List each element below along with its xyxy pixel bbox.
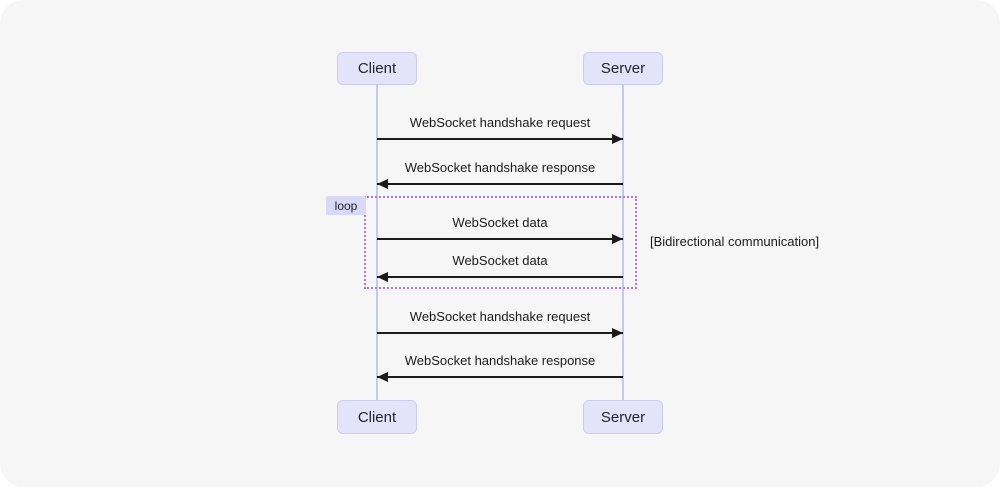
actor-client-bottom-label: Client (357, 408, 397, 426)
message-label: WebSocket data (452, 215, 548, 230)
arrowhead-left-icon (377, 372, 388, 382)
actor-server-bottom-label: Server (600, 408, 646, 426)
actor-server-top-label: Server (600, 60, 646, 77)
arrowhead-left-icon (377, 272, 388, 282)
lifeline-client (376, 85, 378, 400)
message-handshake-response-1: WebSocket handshake response (377, 160, 623, 189)
message-handshake-response-2: WebSocket handshake response (377, 353, 623, 382)
message-arrow-line (377, 332, 623, 334)
message-arrow-line (377, 376, 623, 378)
message-arrow-line (377, 238, 623, 240)
actor-client-bottom: Client (337, 400, 417, 434)
loop-annotation: [Bidirectional communication] (650, 234, 820, 249)
message-label: WebSocket handshake response (404, 160, 596, 175)
arrowhead-right-icon (612, 328, 623, 338)
message-arrow-line (377, 138, 623, 140)
message-handshake-request-1: WebSocket handshake request (377, 115, 623, 144)
message-label: WebSocket data (452, 253, 548, 268)
message-handshake-request-2: WebSocket handshake request (377, 309, 623, 338)
message-websocket-data-2: WebSocket data (377, 253, 623, 282)
actor-client-top: Client (337, 52, 417, 85)
arrowhead-right-icon (612, 134, 623, 144)
message-arrow-line (377, 183, 623, 185)
message-label: WebSocket handshake request (409, 115, 591, 130)
loop-label-text: loop (334, 198, 358, 213)
arrowhead-right-icon (612, 234, 623, 244)
message-arrow-line (377, 276, 623, 278)
actor-server-top: Server (583, 52, 663, 85)
loop-fragment-box (364, 196, 637, 289)
loop-fragment-label: loop (326, 196, 366, 215)
arrowhead-left-icon (377, 179, 388, 189)
actor-client-top-label: Client (357, 60, 397, 77)
message-label: WebSocket handshake response (404, 353, 596, 368)
message-websocket-data-1: WebSocket data (377, 215, 623, 244)
actor-server-bottom: Server (583, 400, 663, 434)
lifeline-server (622, 85, 624, 400)
message-label: WebSocket handshake request (409, 309, 591, 324)
